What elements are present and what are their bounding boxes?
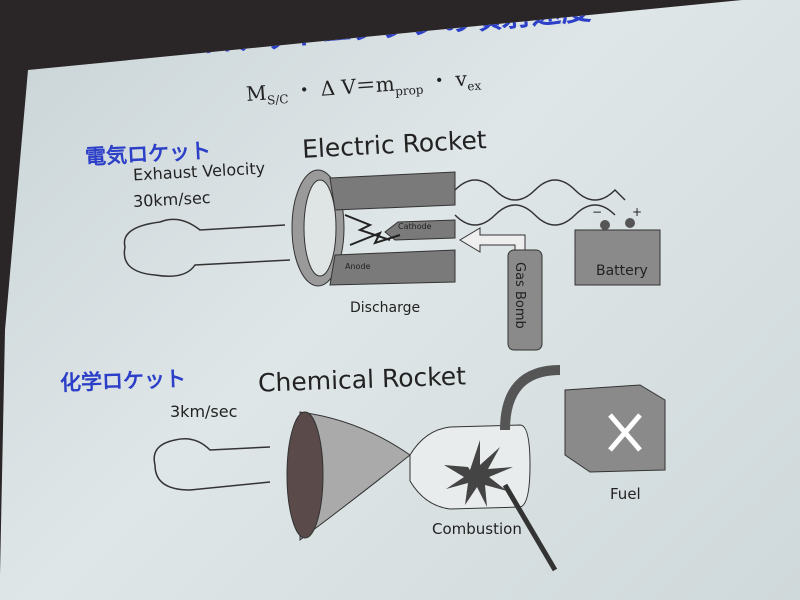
chemical-velocity-value: 3km/sec	[170, 402, 238, 421]
fuel-can	[564, 384, 666, 473]
gas-arrow	[459, 227, 526, 253]
exhaust-cloud-electric	[123, 218, 291, 277]
combustion-label: Combustion	[432, 520, 522, 538]
igniter	[502, 483, 558, 572]
cathode-block	[384, 219, 456, 241]
cathode-label: Cathode	[398, 222, 432, 231]
battery-minus: −	[592, 205, 603, 219]
gas-bomb	[507, 249, 543, 351]
battery-label: Battery	[596, 263, 648, 279]
anode-label: Anode	[345, 262, 371, 271]
battery-plus: +	[632, 205, 643, 219]
coil-wire	[454, 179, 626, 226]
fuel-label: Fuel	[610, 485, 641, 503]
exhaust-cloud-chemical	[153, 438, 271, 491]
gas-bomb-label: Gas Bomb	[512, 262, 527, 329]
fuel-pipe	[500, 365, 561, 431]
discharge-label: Discharge	[350, 300, 421, 316]
explosion-icon	[444, 440, 513, 507]
chemical-rocket-jp-label: 化学ロケット	[59, 366, 187, 396]
battery	[574, 229, 661, 286]
